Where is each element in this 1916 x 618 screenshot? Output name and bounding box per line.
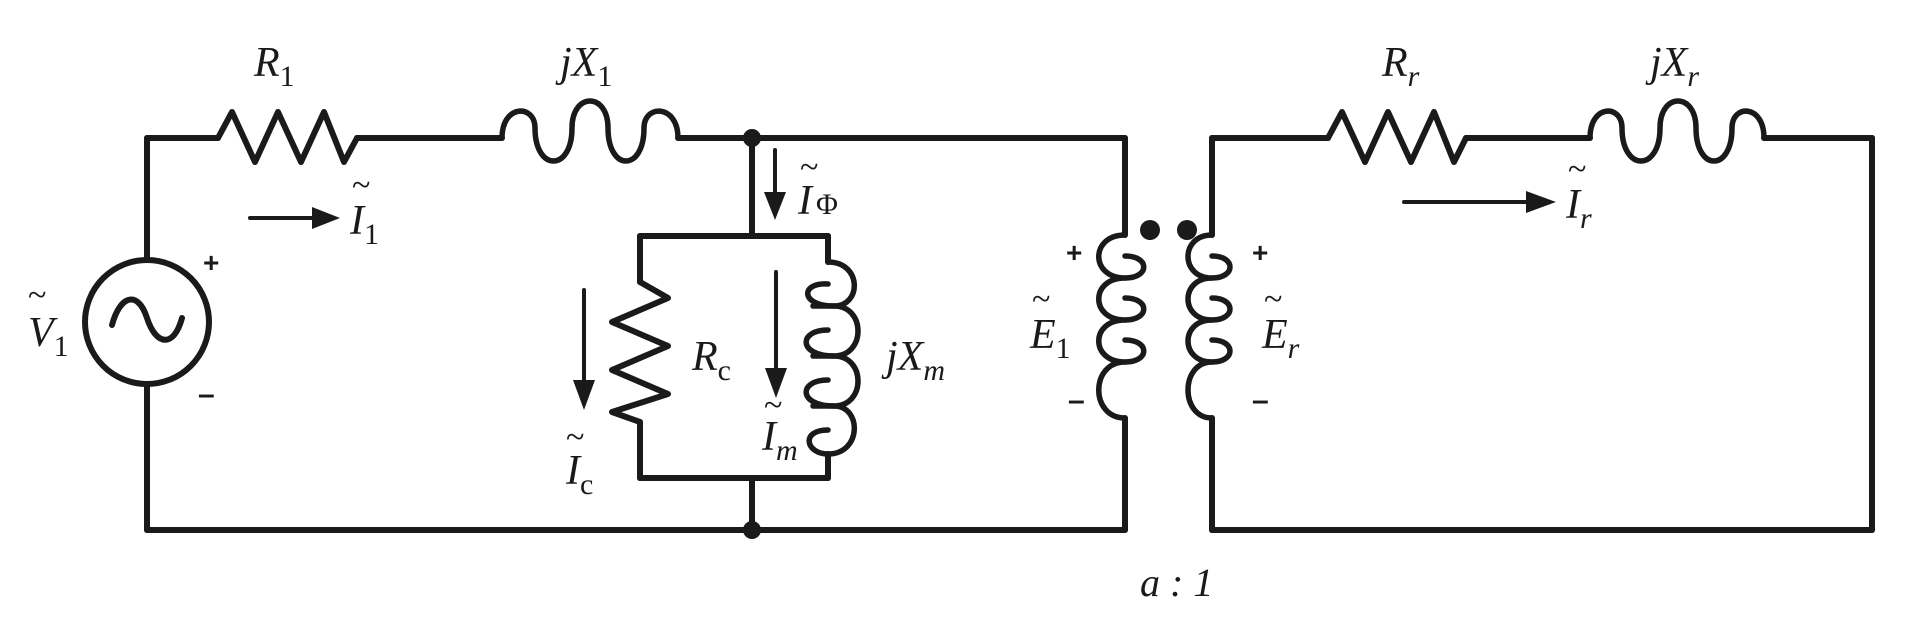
label-jx1: jX1 [555,40,612,93]
label-rc: Rc [691,334,731,387]
tilde-v1: ~ [28,277,46,314]
top-node-dot [743,129,761,147]
label-rr: Rr [1381,40,1420,93]
resistor-r1 [215,109,360,165]
e1-plus-sign: + [1066,237,1082,268]
label-v1: V1 [28,310,69,363]
label-ir: Ir [1565,182,1592,235]
current-arrow-iphi [764,148,786,220]
tilde-e1: ~ [1032,281,1050,318]
tilde-er: ~ [1264,281,1282,318]
label-jxr: jXr [1645,40,1699,93]
tilde-iphi: ~ [800,149,818,186]
inductor-jxm-loops [803,281,837,457]
current-arrow-im [765,270,787,398]
current-arrow-i1 [248,207,340,229]
v1-plus-sign: + [203,247,219,278]
label-im: Im [761,414,798,467]
tilde-i1: ~ [352,167,370,204]
label-i1: I1 [349,198,379,251]
inductor-jx1 [499,98,681,164]
label-er: Er [1261,312,1300,365]
e1-minus-sign: – [1068,384,1085,417]
primary-polarity-dot [1140,220,1160,240]
tilde-ic: ~ [566,419,584,456]
label-e1: E1 [1029,312,1071,365]
label-r1: R1 [253,40,295,93]
v1-minus-sign: – [198,378,215,411]
tilde-ir: ~ [1568,151,1586,188]
bottom-node-dot [743,521,761,539]
transformer-primary-loops [1122,253,1147,365]
transformer-primary-coil [1096,232,1128,421]
transformer-secondary-loops [1209,253,1233,365]
secondary-polarity-dot [1177,220,1197,240]
label-jxm: jXm [881,334,945,387]
er-plus-sign: + [1252,237,1268,268]
tilde-im: ~ [764,387,782,424]
er-minus-sign: – [1252,384,1269,417]
voltage-source-v1 [82,257,212,387]
secondary-wires [1209,135,1875,533]
current-arrow-ir [1402,191,1556,213]
transformer-secondary-coil [1185,232,1215,421]
turns-ratio-label: a : 1 [1140,560,1213,605]
resistor-rc [609,279,671,425]
current-arrow-ic [573,288,595,410]
resistor-rr [1325,109,1469,165]
inductor-jxr [1587,98,1767,164]
label-ic: Ic [565,448,593,501]
